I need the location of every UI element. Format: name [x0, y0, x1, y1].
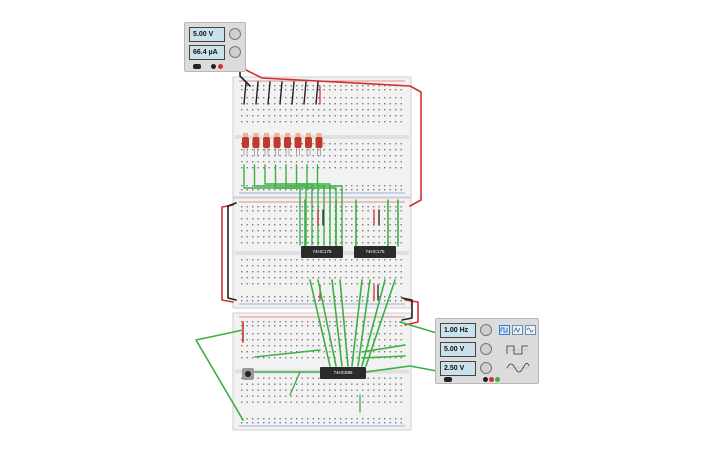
led-5: [284, 137, 291, 148]
function-generator[interactable]: 1.00 Hz 5.00 V 2.50 V: [435, 318, 539, 384]
chip-74hc175-2[interactable]: 74HC175: [354, 246, 396, 258]
led-4: [273, 137, 281, 148]
amplitude-display: 5.00 V: [440, 342, 476, 357]
led-resistor-7: [306, 133, 311, 137]
led-8: [315, 137, 323, 148]
led-wire-8: [316, 164, 343, 246]
frequency-display: 1.00 Hz: [440, 323, 476, 338]
wire-group: [195, 68, 491, 421]
sr-right-wire-2: [361, 355, 406, 359]
chip-link-wire-5: [351, 279, 363, 367]
negative-terminal[interactable]: [211, 64, 216, 69]
sr-bottom-left-wire: [289, 371, 301, 396]
jumper-black-4: [279, 81, 283, 105]
frequency-knob[interactable]: [480, 324, 492, 336]
breadboard-holes: [241, 85, 402, 424]
current-knob[interactable]: [229, 46, 241, 58]
sr-right-wire-1: [361, 344, 406, 353]
power-switch[interactable]: [193, 64, 201, 69]
led-wire-2: [253, 164, 307, 246]
led-wire-3: [264, 164, 313, 246]
sr-left-wire-1: [254, 349, 321, 358]
chip-link-wire-1: [309, 279, 331, 367]
long-loop-wire: [195, 329, 244, 421]
jumper-black-2: [255, 81, 259, 105]
jumper-black-6: [303, 81, 307, 105]
jumper-black-5: [291, 81, 295, 105]
pushbutton[interactable]: [242, 368, 254, 380]
sine-wave-button[interactable]: [525, 325, 536, 335]
led-resistor-4: [274, 133, 280, 137]
offset-display: 2.50 V: [440, 361, 476, 376]
square-wave-icon: [500, 327, 508, 333]
chip-link-wire-8: [365, 279, 396, 367]
led-1: [242, 137, 249, 148]
jumper-black-1: [243, 81, 247, 105]
generator-ground-terminal[interactable]: [495, 377, 500, 382]
triangle-wave-icon: [513, 327, 521, 333]
left-ground-loop: [227, 202, 237, 301]
chip-link-wire-3: [331, 279, 343, 367]
jumper-black-3: [267, 81, 271, 105]
voltage-knob[interactable]: [229, 28, 241, 40]
led-6: [294, 137, 302, 148]
square-wave-button[interactable]: [499, 325, 510, 335]
led-wire-1: [243, 164, 301, 246]
chip-link-wire-2: [317, 279, 337, 367]
generator-negative-terminal[interactable]: [483, 377, 488, 382]
supply-ground-wire: [239, 69, 251, 87]
led-resistor-5: [285, 133, 290, 137]
led-wire-5: [285, 164, 325, 246]
generator-switch[interactable]: [444, 377, 452, 382]
generator-positive-terminal[interactable]: [489, 377, 494, 382]
supply-power-wire: [243, 68, 422, 207]
power-supply[interactable]: 5.00 V 66.4 µA: [184, 22, 246, 72]
led-resistor-6: [295, 133, 301, 137]
led-resistor-8: [316, 133, 322, 137]
current-display: 66.4 µA: [189, 45, 225, 60]
chip-link-wire-6: [357, 279, 371, 367]
sine-wave-icon: [526, 327, 534, 333]
led-7: [305, 137, 312, 148]
chip-74hc175-1[interactable]: 74HC175: [301, 246, 343, 258]
triangle-wave-button[interactable]: [512, 325, 523, 335]
center-channel: [235, 135, 409, 139]
amplitude-wave-icon: [506, 345, 530, 355]
chip-link-wire-4: [339, 279, 349, 367]
voltage-display: 5.00 V: [189, 27, 225, 42]
led-resistor-3: [264, 133, 269, 137]
led-resistor-1: [243, 133, 248, 137]
led-3: [263, 137, 270, 148]
led-resistor-2: [253, 133, 259, 137]
led-group: [242, 133, 323, 156]
amplitude-knob[interactable]: [480, 343, 492, 355]
jumper-black-7: [315, 81, 319, 105]
offset-knob[interactable]: [480, 362, 492, 374]
led-wire-6: [295, 164, 331, 246]
offset-wave-icon: [506, 363, 530, 373]
led-2: [252, 137, 260, 148]
positive-terminal[interactable]: [218, 64, 223, 69]
right-ground-loop: [401, 297, 413, 321]
chip-74hc595[interactable]: 74HC595: [320, 367, 366, 379]
